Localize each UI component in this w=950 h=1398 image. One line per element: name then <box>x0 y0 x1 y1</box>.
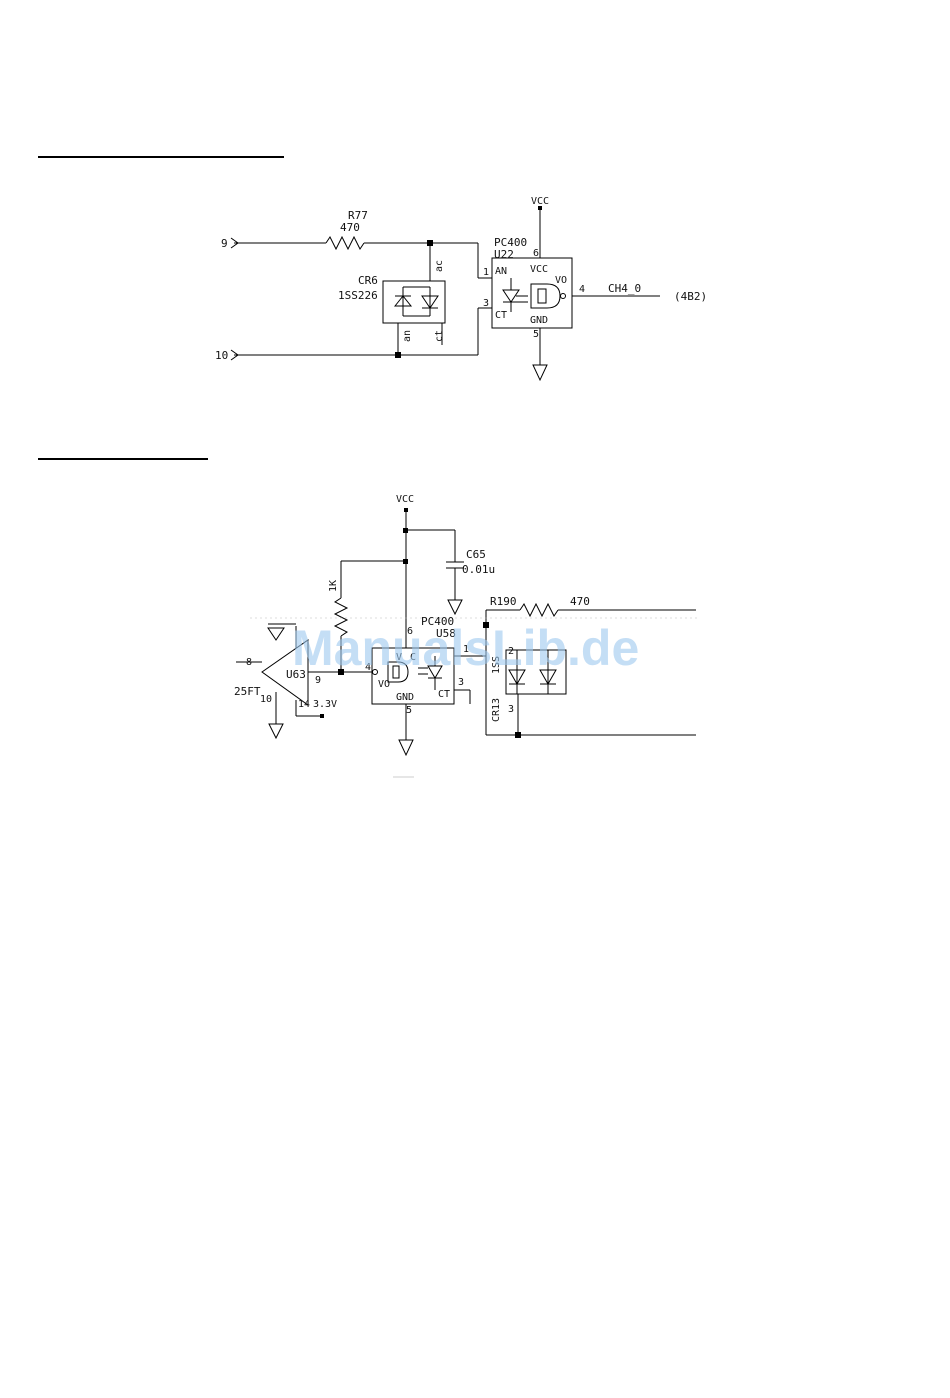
r190-name: R190 <box>490 595 517 608</box>
pin-3-num-2: 3 <box>458 677 464 688</box>
vcc-label: VCC <box>531 196 549 207</box>
u58-vo-pin: VO <box>378 679 390 690</box>
u22-ct-pin: CT <box>495 310 507 321</box>
cr6-part: 1SS226 <box>338 289 378 302</box>
junction-dot <box>427 240 433 246</box>
c65-name: C65 <box>466 548 486 561</box>
cr6-ac-label: ac <box>434 260 445 272</box>
pin-5-num: 5 <box>533 329 539 340</box>
c65-value: 0.01u <box>462 563 495 576</box>
watermark-text: ManualsLib.de <box>292 620 639 676</box>
capacitor-c65 <box>406 530 464 614</box>
resistor-1k-value: 1K <box>328 580 339 592</box>
pin-3-num: 3 <box>483 298 489 309</box>
pin-9-label: 9 <box>221 237 228 250</box>
u22-vcc-pin: VCC <box>530 264 548 275</box>
u22-vo-pin: VO <box>555 275 567 286</box>
cr13-name: CR13 <box>491 698 502 722</box>
connector-pin-9 <box>231 238 326 248</box>
cr13-pin-3: 3 <box>508 704 514 715</box>
cr6-ct-label: ct <box>434 330 445 342</box>
pin-8-num: 8 <box>246 657 252 668</box>
u22-name: U22 <box>494 248 514 261</box>
pin-4-num: 4 <box>579 284 585 295</box>
vcc-dot <box>404 508 408 512</box>
pin-10-label: 10 <box>215 349 228 362</box>
pin-9-num: 9 <box>315 675 321 686</box>
u22-gnd-pin: GND <box>530 315 548 326</box>
cr6-name: CR6 <box>358 274 378 287</box>
resistor-r77 <box>326 237 364 249</box>
schematic-diagram-1 <box>231 206 660 380</box>
net-ref-label: (4B2) <box>674 290 707 303</box>
connector-pin-10 <box>231 350 478 360</box>
resistor-r190 <box>486 604 696 616</box>
u58-ct-pin: CT <box>438 689 450 700</box>
diagram-2-labels: VCC C65 0.01u 1K R190 470 PC400 U58 V C … <box>234 494 590 722</box>
cr6-an-label: an <box>402 330 413 342</box>
pin-14-num: 14 <box>298 699 310 710</box>
label-25ft: 25FT <box>234 685 261 698</box>
vcc-label-2: VCC <box>396 494 414 505</box>
ground-symbol <box>399 740 413 755</box>
u22-an-pin: AN <box>495 266 507 277</box>
pin-1-num: 1 <box>483 267 489 278</box>
pin-6-num: 6 <box>533 248 539 259</box>
label-3-3v: 3.3V <box>313 699 337 710</box>
r190-value: 470 <box>570 595 590 608</box>
junction-dot <box>395 352 401 358</box>
u58-gnd-pin: GND <box>396 692 414 703</box>
diagram-1-labels: VCC 9 10 R77 470 CR6 1SS226 ac an ct PC4… <box>215 196 707 362</box>
ground-symbol <box>533 365 547 380</box>
pin-10-num: 10 <box>260 694 272 705</box>
pin-5-num-2: 5 <box>406 705 412 716</box>
net-ch4-0-label: CH4_0 <box>608 282 641 295</box>
r77-value: 470 <box>340 221 360 234</box>
junction-dot <box>515 732 521 738</box>
